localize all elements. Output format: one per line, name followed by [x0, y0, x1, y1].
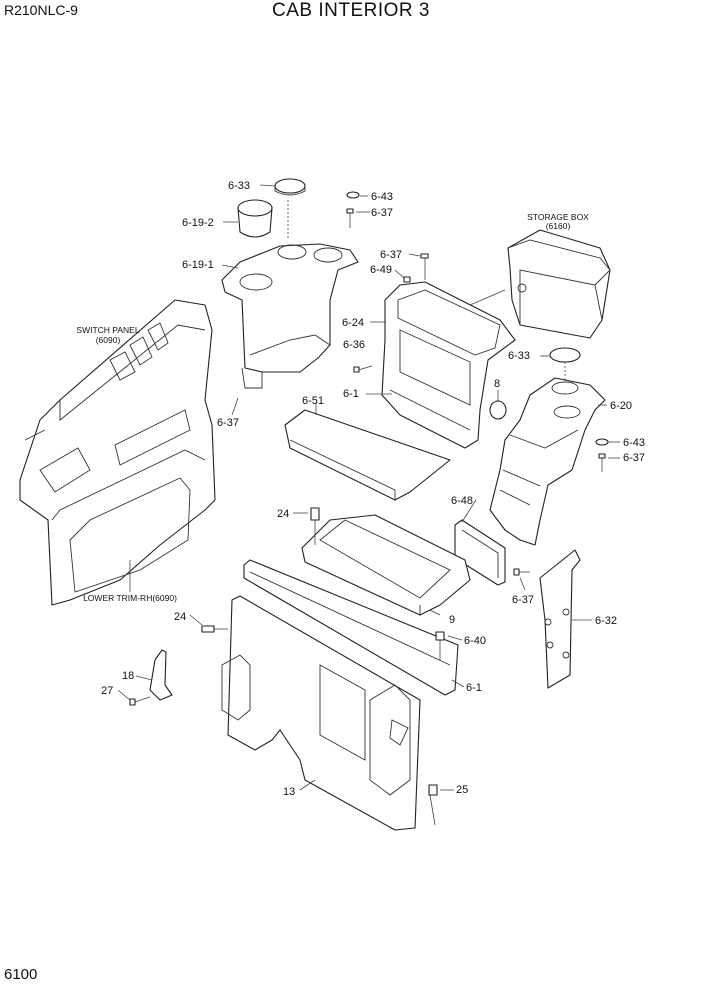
callout-label: 9	[449, 614, 455, 626]
callout-label: 6-48	[451, 495, 473, 507]
callout-label: 6-19-1	[182, 259, 214, 271]
page-number: 6100	[4, 966, 38, 983]
callout-labels: 6-33 6-43 6-37 6-19-2 6-19-1 6-37 6-37 6…	[101, 180, 645, 798]
callout-label: 6-51	[302, 395, 324, 407]
switch-panel-caption: SWITCH PANEL	[76, 325, 139, 335]
bolt-part	[201, 625, 215, 633]
callout-label: 6-40	[464, 635, 486, 647]
page-title: CAB INTERIOR 3	[272, 0, 430, 21]
callout-label: 13	[283, 786, 295, 798]
round-cap-part	[489, 400, 507, 420]
callout-label: 6-37	[380, 249, 402, 261]
storage-box-caption: STORAGE BOX	[527, 212, 589, 222]
callout-label: 24	[277, 508, 289, 520]
callout-label: 6-32	[595, 615, 617, 627]
grommet-part	[346, 191, 360, 199]
callout-label: 27	[101, 685, 113, 697]
storage-box-ref: (6160)	[546, 221, 571, 231]
cup-holder-console-part	[221, 243, 359, 389]
callout-label: 6-37	[371, 207, 393, 219]
callout-label: 6-43	[371, 191, 393, 203]
cap-top-part-2	[549, 347, 581, 363]
callout-label: 6-20	[610, 400, 632, 412]
callout-label: 25	[456, 784, 468, 796]
lower-panel-part	[221, 595, 421, 831]
center-tray-part	[381, 281, 516, 449]
tray-lid-part	[284, 409, 451, 501]
callout-label: 6-43	[623, 437, 645, 449]
handle-part	[149, 649, 173, 701]
callout-label: 18	[122, 670, 134, 682]
callout-label: 6-1	[343, 388, 359, 400]
model-code: R210NLC-9	[4, 2, 78, 18]
callout-label: 24	[174, 611, 186, 623]
callout-label: 6-37	[623, 452, 645, 464]
callout-label: 6-37	[512, 594, 534, 606]
cap-top-part	[274, 178, 306, 196]
callout-label: 6-1	[466, 682, 482, 694]
side-bracket-part	[539, 549, 581, 689]
callout-label: 6-33	[508, 350, 530, 362]
cup-insert-part	[237, 199, 273, 238]
screw-part	[346, 208, 354, 228]
switch-panel-part	[19, 299, 216, 606]
callout-label: 6-19-2	[182, 217, 214, 229]
callout-label: 6-36	[343, 339, 365, 351]
callout-label: 6-37	[217, 417, 239, 429]
long-strip-part	[243, 559, 459, 696]
base-frame-part	[301, 514, 471, 616]
callout-label: 6-49	[370, 264, 392, 276]
storage-box-part	[507, 229, 611, 339]
rh-console-part	[489, 377, 606, 546]
switch-panel-ref: (6090)	[96, 335, 121, 345]
callout-label: 6-24	[342, 317, 364, 329]
callout-label: 6-33	[228, 180, 250, 192]
callout-label: 8	[494, 378, 500, 390]
lower-trim-caption: LOWER TRIM-RH(6090)	[83, 593, 177, 603]
